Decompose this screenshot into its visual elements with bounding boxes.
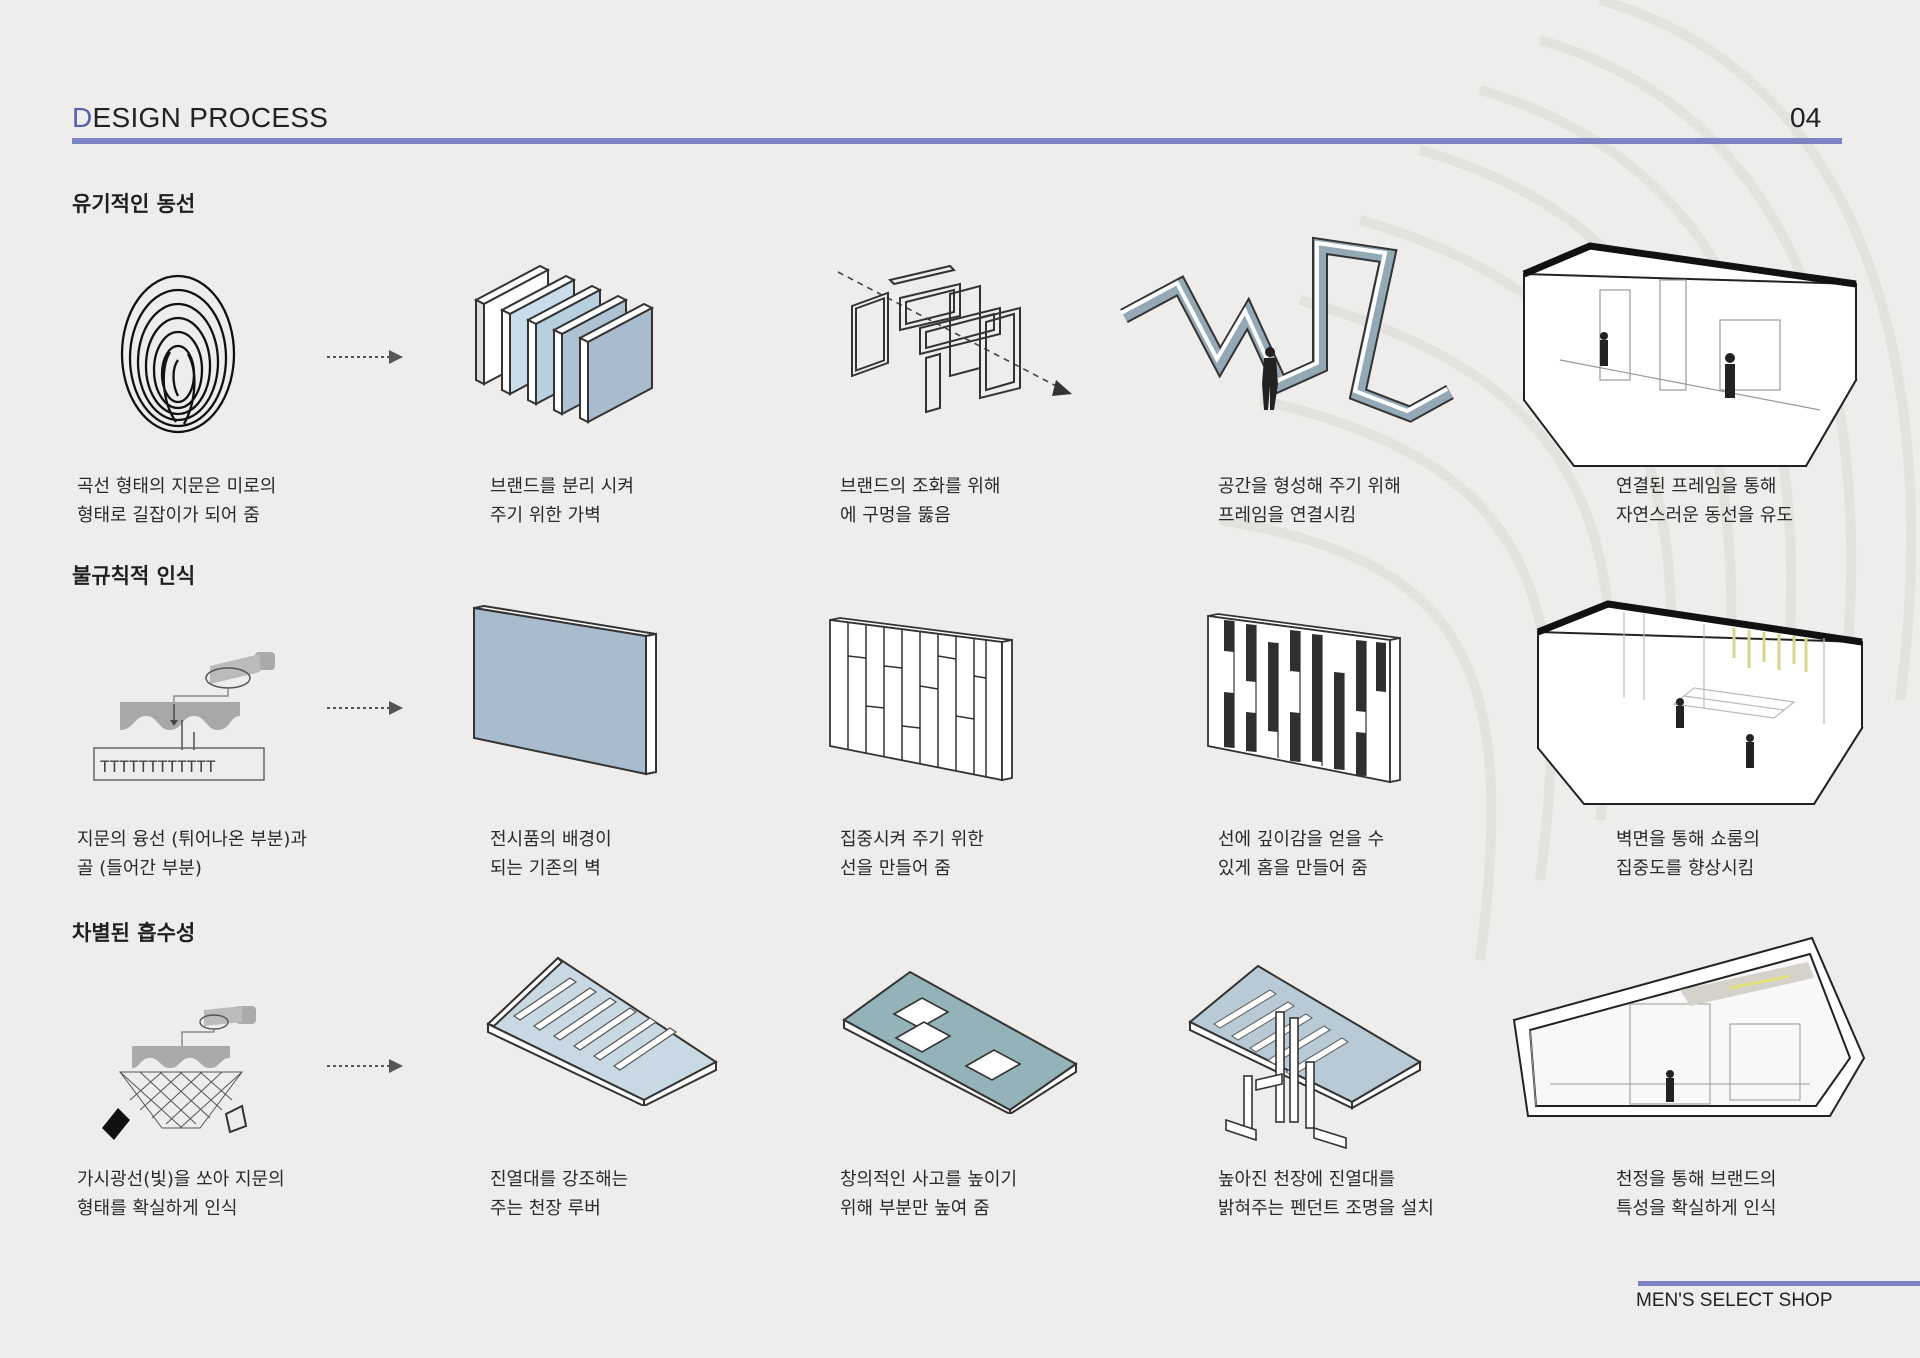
grooved-wall-illustration: [1207, 613, 1401, 784]
footer-rule: [1638, 1281, 1920, 1286]
sensor-label: TTTTTTTTTTTT: [100, 757, 216, 776]
page-number: 04: [1790, 102, 1822, 133]
partition-walls-illustration: [473, 264, 655, 424]
ridge-valley-diagram: TTTTTTTTTTTT: [93, 652, 275, 781]
section-title-3: 차별된 흡수성: [72, 921, 196, 945]
fingerprint-icon: [120, 274, 236, 434]
connected-frames-illustration: [1120, 236, 1454, 423]
perforated-frames-illustration: [837, 264, 1072, 414]
ceiling-louver-illustration: [486, 956, 718, 1106]
vertical-lines-wall-illustration: [829, 617, 1013, 782]
arrow-right-icon: [327, 701, 403, 715]
footer-label: MEN'S SELECT SHOP: [1636, 1290, 1833, 1311]
showroom-wall-illustration: [1536, 600, 1864, 806]
arrow-right-icon: [327, 350, 403, 364]
pendant-lighting-illustration: [1188, 964, 1422, 1150]
section-title-2: 불규칙적 인식: [72, 564, 196, 588]
light-refraction-diagram: [102, 1006, 256, 1140]
header-rule: [72, 138, 1842, 144]
arrow-right-icon: [327, 1059, 403, 1073]
page-title: DESIGN PROCESS: [72, 102, 329, 133]
brand-ceiling-room-illustration: [1512, 936, 1866, 1117]
room-circulation-illustration: [1522, 242, 1858, 468]
raised-ceiling-illustration: [842, 970, 1078, 1114]
existing-wall-illustration: [473, 604, 657, 776]
section-title-1: 유기적인 동선: [72, 192, 196, 216]
